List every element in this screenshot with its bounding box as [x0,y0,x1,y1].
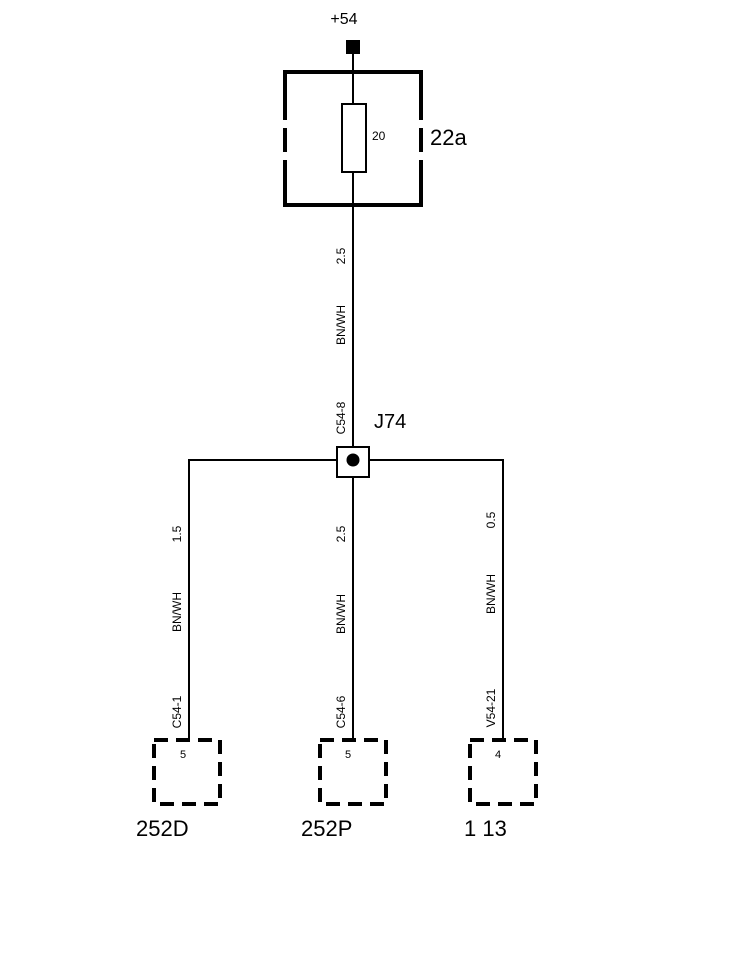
component-pin: 4 [495,749,501,761]
supply-label: +54 [330,11,357,28]
supply-terminal [346,40,360,54]
branch-gauge: 2.5 [334,525,348,542]
fuse-element [341,103,367,173]
branch-color: BN/WH [484,574,498,614]
branch-gauge: 0.5 [484,511,498,528]
branch-color: BN/WH [334,594,348,634]
component-pin: 5 [180,749,186,761]
branch-connector: V54-21 [484,688,498,727]
fuse-rating: 20 [372,129,386,143]
component-box [468,738,538,806]
junction-label: J74 [374,411,406,433]
branch-connector: C54-6 [334,695,348,728]
component-box [318,738,388,806]
junction-connector-label: C54-8 [334,401,348,434]
branch-gauge: 1.5 [170,525,184,542]
component-pin: 5 [345,749,351,761]
branch-color: BN/WH [170,592,184,632]
fuse-box-label: 22a [430,125,467,150]
component-label: 252P [301,816,352,841]
branch-connector: C54-1 [170,695,184,728]
main-wire-color: BN/WH [334,305,348,345]
component-label: 1 13 [464,816,507,841]
main-wire-gauge: 2.5 [334,247,348,264]
junction-splice-dot [346,453,360,467]
component-label: 252D [136,816,189,841]
component-box [152,738,222,806]
